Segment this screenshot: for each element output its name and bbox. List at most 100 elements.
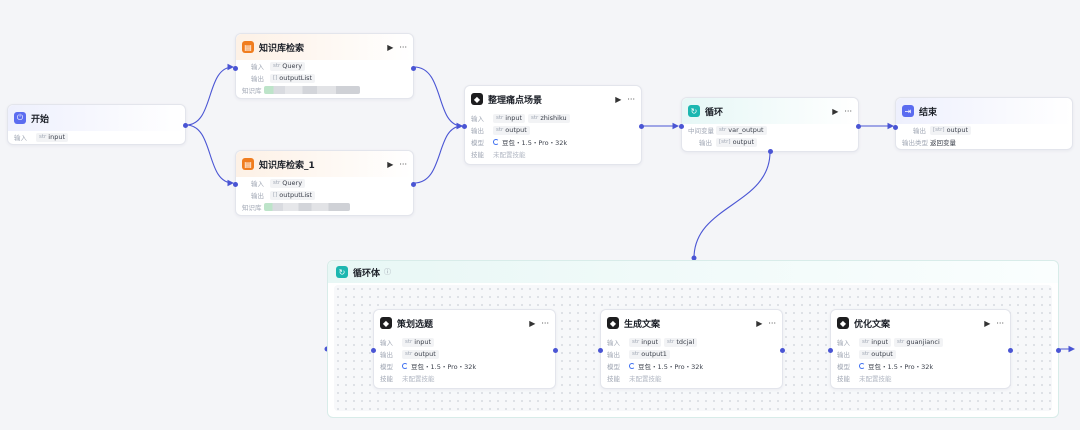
output-port[interactable]	[856, 124, 861, 129]
loop-body-out-port[interactable]	[1056, 348, 1061, 353]
more-icon[interactable]: ···	[844, 106, 852, 116]
type-value: 返回变量	[930, 139, 956, 147]
input-port[interactable]	[233, 182, 238, 187]
run-icon[interactable]: ▶	[387, 42, 394, 52]
more-icon[interactable]: ···	[399, 159, 407, 169]
output-port[interactable]	[411, 182, 416, 187]
node-title: 策划选题	[397, 319, 434, 330]
input-label: 输入	[251, 180, 264, 188]
input-port[interactable]	[598, 348, 603, 353]
model-value: 豆包・1.5・Pro・32k	[502, 139, 568, 147]
output-tag: [str]output	[716, 137, 758, 147]
run-icon[interactable]: ▶	[756, 318, 763, 328]
info-icon[interactable]: ⓘ	[384, 268, 392, 276]
more-icon[interactable]: ···	[996, 318, 1004, 328]
input-label: 输入	[837, 339, 850, 347]
more-icon[interactable]: ···	[399, 42, 407, 52]
model-value: 豆包・1.5・Pro・32k	[638, 363, 704, 371]
run-icon[interactable]: ▶	[984, 318, 991, 328]
kb-list-blurred	[264, 203, 350, 211]
more-icon[interactable]: ···	[541, 318, 549, 328]
end-node[interactable]: ⇥ 结束 输出[str]output 输出类型返回变量	[893, 97, 1073, 150]
output-port[interactable]	[183, 123, 188, 128]
more-icon[interactable]: ···	[627, 94, 635, 104]
run-icon[interactable]: ▶	[832, 106, 839, 116]
node-title: 整理痛点场景	[488, 95, 543, 106]
wire-kb2-pain	[413, 122, 464, 184]
more-icon[interactable]: ···	[768, 318, 776, 328]
input-label: 输入	[251, 63, 264, 71]
node-title: 开始	[31, 114, 50, 125]
llm-icon: ◆	[607, 317, 619, 329]
skill-label: 技能	[471, 151, 484, 159]
start-icon: ⏻	[14, 112, 26, 124]
output-label: 输出	[837, 351, 850, 359]
model-label: 模型	[837, 363, 850, 371]
input-label: 输入	[607, 339, 620, 347]
run-icon[interactable]: ▶	[615, 94, 622, 104]
model-label: 模型	[471, 139, 484, 147]
type-label: 输出类型	[902, 139, 928, 147]
output-port[interactable]	[411, 66, 416, 71]
output-port[interactable]	[780, 348, 785, 353]
wire-start-kb1	[185, 63, 235, 126]
output-tag: []outputList	[270, 73, 316, 83]
input-port[interactable]	[371, 348, 376, 353]
output-tag: [str]output	[930, 125, 972, 135]
output-label: 输出	[699, 139, 712, 147]
output-port[interactable]	[639, 124, 644, 129]
node-title: 结束	[919, 107, 938, 118]
wire-kb1-pain	[413, 66, 464, 130]
output-label: 输出	[913, 127, 926, 135]
node-title: 生成文案	[624, 319, 661, 330]
run-icon[interactable]: ▶	[387, 159, 394, 169]
input-port[interactable]	[233, 66, 238, 71]
model-icon	[629, 363, 635, 369]
model-value: 豆包・1.5・Pro・32k	[411, 363, 477, 371]
llm-icon: ◆	[471, 93, 483, 105]
run-icon[interactable]: ▶	[529, 318, 536, 328]
output-label: 输出	[251, 192, 264, 200]
model-icon	[493, 139, 499, 145]
loop-icon: ↻	[688, 105, 700, 117]
node-title: 知识库检索	[259, 43, 305, 54]
loop-body-icon: ↻	[336, 266, 348, 278]
input-port[interactable]	[462, 124, 467, 129]
input-label: 输入	[14, 134, 27, 142]
model-value: 豆包・1.5・Pro・32k	[868, 363, 934, 371]
input-port[interactable]	[893, 125, 898, 130]
loop-body-title: 循环体	[353, 268, 381, 279]
loop-body-port[interactable]	[768, 149, 773, 154]
output-label: 输出	[471, 127, 484, 135]
input-port[interactable]	[828, 348, 833, 353]
input-port[interactable]	[679, 124, 684, 129]
skill-value: 未配置技能	[493, 151, 526, 159]
output-port[interactable]	[1008, 348, 1013, 353]
wire-loop-body	[693, 151, 771, 259]
skill-label: 技能	[380, 375, 393, 383]
kb-label: 知识库	[242, 204, 262, 212]
node-title: 知识库检索_1	[259, 160, 315, 171]
output-port[interactable]	[553, 348, 558, 353]
skill-label: 技能	[607, 375, 620, 383]
output-label: 输出	[380, 351, 393, 359]
